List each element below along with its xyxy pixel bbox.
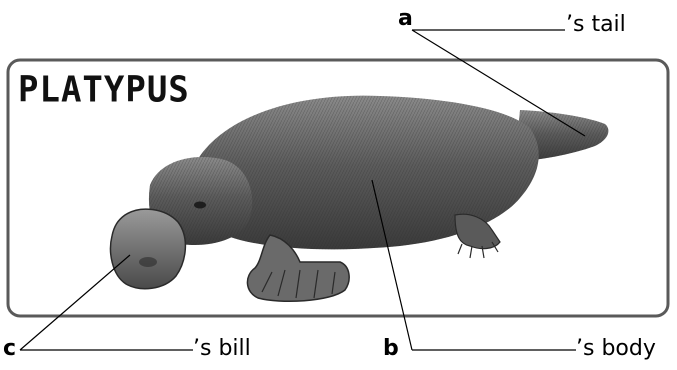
label-a-text: ’s tail xyxy=(566,14,626,36)
label-c-letter: c xyxy=(3,338,16,360)
label-b-letter: b xyxy=(383,338,399,360)
platypus-eye xyxy=(194,202,206,209)
label-b-text: ’s body xyxy=(576,338,656,360)
label-a-letter: a xyxy=(398,8,413,30)
diagram-title: PLATYPUS xyxy=(18,69,190,111)
platypus-bill xyxy=(111,209,186,289)
label-c-text: ’s bill xyxy=(193,338,251,360)
